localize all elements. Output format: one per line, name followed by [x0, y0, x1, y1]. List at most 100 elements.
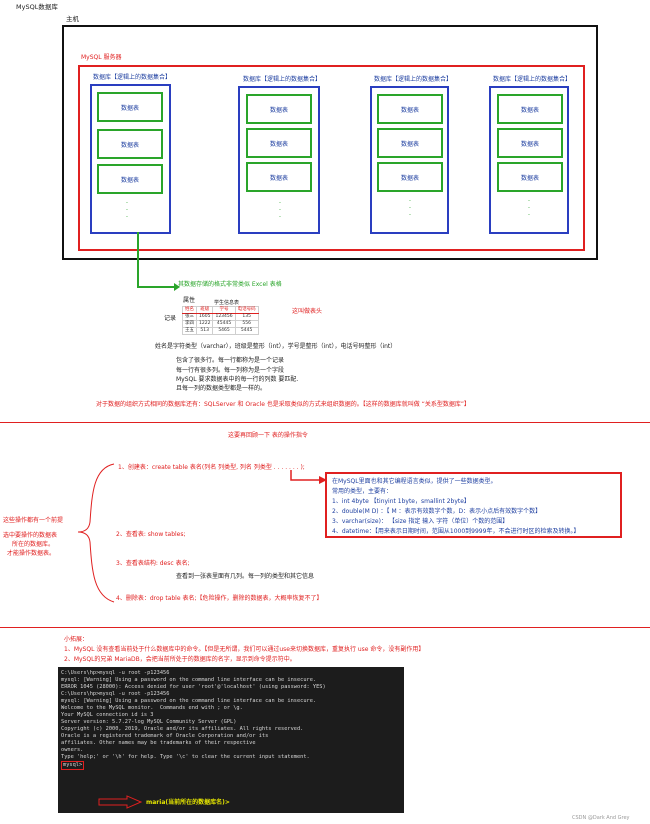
mysql-prompt[interactable]: mysql> — [61, 761, 85, 770]
types-line: 常用的类型，主要有： — [332, 488, 393, 495]
desc-line: 且每一列的数据类型都是一样的。 — [176, 385, 267, 392]
database-title: 数据库【逻辑上的数据集合】 — [374, 76, 453, 83]
precondition-line: 选中要操作的数据表 — [3, 532, 58, 539]
host-label: 主机 — [66, 15, 79, 23]
table-cell: 1222 — [195, 320, 214, 328]
data-table: 数据表 — [497, 94, 563, 124]
types-description: 姓名是字符类型（varchar），班级是整形（int），学号是整形（int），电… — [155, 343, 397, 350]
types-line: 在MySQL里面也和其它编程语言类似，提供了一些数据类型。 — [332, 478, 497, 485]
terminal-line: Oracle is a registered trademark of Orac… — [61, 733, 269, 739]
database-box: 数据表 数据表 数据表 ··· — [90, 84, 171, 234]
tips-title: 小拓展： — [64, 636, 89, 643]
data-table: 数据表 — [377, 162, 443, 192]
mysql-server-box — [78, 65, 585, 251]
terminal-line: C:\Users\hp>mysql -u root -p123456 — [61, 670, 170, 676]
data-table: 数据表 — [377, 94, 443, 124]
data-table: 数据表 — [246, 128, 312, 158]
maria-note: maria(当前所在的数据库名)> — [146, 799, 230, 806]
table-header-row: 姓名班级 学号电话号码 — [182, 306, 259, 314]
op-create: 1、创建表：create table 表名(列名 列类型, 列名 列类型 . .… — [118, 464, 305, 471]
terminal-line: mysql: [Warning] Using a password on the… — [61, 698, 317, 704]
maria-arrow — [98, 795, 143, 809]
database-box: 数据表 数据表 数据表 ··· — [238, 86, 320, 234]
header-cell: 姓名 — [182, 306, 197, 314]
op-desc-note: 查看到一张表里面有几列。每一列的类型和其它信息 — [176, 573, 315, 580]
data-table: 数据表 — [497, 162, 563, 192]
types-line: 3、varchar(size)： 【size 指定 输入 字符（单位）个数的范围… — [332, 518, 509, 525]
types-line: 4、datetime：【用来表示日期时间，范围从1000到9999年，不会进行时… — [332, 528, 580, 535]
terminal-line: Welcome to the MySQL monitor. Commands e… — [61, 705, 243, 711]
terminal-line: affiliates. Other names may be trademark… — [61, 740, 256, 746]
terminal-line: C:\Users\hp>mysql -u root -p123456 — [61, 691, 170, 697]
section-divider — [0, 627, 650, 628]
header-cell: 学号 — [212, 306, 236, 314]
terminal-line: mysql: [Warning] Using a password on the… — [61, 677, 317, 683]
server-label: MySQL 服务器 — [81, 54, 122, 61]
connector-arrow — [137, 232, 180, 291]
table-cell: 张三 — [182, 313, 197, 321]
data-table: 数据表 — [497, 128, 563, 158]
desc-line: 包含了很多行。每一行都称为是一个记录 — [176, 357, 285, 364]
ellipsis-dots: ··· — [278, 199, 282, 221]
section-title: 这要再回顾一下 表的操作指令 — [228, 432, 308, 439]
table-caption: 学生信息表 — [214, 300, 240, 306]
table-cell: 李四 — [182, 320, 197, 328]
tips-line: 2、MySQL的兄弟 MariaDB，会把当前所处于的数据库的名字，显示到命令提… — [64, 656, 296, 663]
precondition-line: 才能操作数据表。 — [7, 550, 56, 557]
data-table: 数据表 — [97, 129, 163, 159]
terminal-line: Copyright (c) 2000, 2019, Oracle and/or … — [61, 726, 304, 732]
page-title: MySQL数据库 — [16, 3, 58, 11]
data-table: 数据表 — [377, 128, 443, 158]
terminal-line: ERROR 1045 (28000): Access denied for us… — [61, 684, 326, 690]
terminal-line: Your MySQL connection id is 3 — [61, 712, 154, 718]
types-box: 在MySQL里面也和其它编程语言类似，提供了一些数据类型。 常用的类型，主要有：… — [325, 472, 622, 538]
op-show: 2、查看表: show tables; — [116, 531, 186, 538]
terminal-window: C:\Users\hp>mysql -u root -p123456 mysql… — [58, 667, 404, 813]
precondition-line: 所在的数据库。 — [12, 541, 55, 548]
header-note: 这叫做表头 — [292, 308, 323, 315]
database-title: 数据库【逻辑上的数据集合】 — [93, 74, 172, 81]
table-cell: 135 — [234, 313, 259, 321]
table-cell: 556 — [234, 320, 259, 328]
table-cell: 1605 — [195, 313, 214, 321]
database-title: 数据库【逻辑上的数据集合】 — [493, 76, 572, 83]
ellipsis-dots: ··· — [125, 199, 129, 221]
database-title: 数据库【逻辑上的数据集合】 — [243, 76, 322, 83]
relational-note: 对于数据的组织方式相同的数据库还有：SQLServer 和 Oracle 也是采… — [96, 401, 470, 408]
table-cell: 5465 — [212, 327, 236, 335]
desc-line: 每一行有很多列。每一列称为是一个字段 — [176, 367, 285, 374]
table-cell: 513 — [195, 327, 214, 335]
database-box: 数据表 数据表 数据表 ··· — [489, 86, 569, 234]
desc-line: MySQL 要求数据表中的每一行的列数 要匹配. — [176, 376, 299, 383]
record-label: 记录 — [164, 315, 177, 322]
table-cell: 5445 — [234, 327, 259, 335]
data-table: 数据表 — [246, 162, 312, 192]
host-box — [62, 25, 598, 260]
header-cell: 电话号码 — [234, 306, 259, 314]
data-table: 数据表 — [97, 164, 163, 194]
op-desc: 3、查看表结构: desc 表名; — [116, 560, 190, 567]
table-cell: 王五 — [182, 327, 197, 335]
excel-note: 其数据存储的格式非常类似 Excel 表格 — [178, 281, 282, 288]
section-divider — [0, 422, 650, 423]
precondition-line: 这些操作都有一个前提 — [3, 517, 64, 524]
table-cell: 45445 — [212, 320, 236, 328]
ellipsis-dots: ··· — [527, 197, 531, 219]
table-cell: 123456 — [212, 313, 236, 321]
terminal-prompt-line[interactable]: mysql> — [61, 761, 401, 770]
database-box: 数据表 数据表 数据表 ··· — [370, 86, 449, 234]
types-line: 2、double(M D) ：【 M ：表示有效数字个数，D：表示小点后有效数字… — [332, 508, 542, 515]
ellipsis-dots: ··· — [408, 197, 412, 219]
op-drop: 4、删除表：drop table 表名;【危险操作，删除的数据表，大概率恢复不了… — [116, 595, 323, 602]
header-cell: 班级 — [195, 306, 214, 314]
data-table: 数据表 — [246, 94, 312, 124]
brace — [77, 463, 115, 603]
types-line: 1、int 4byte 【tinyint 1byte，smallint 2byt… — [332, 498, 470, 505]
watermark: CSDN @Dark And Grey — [572, 815, 630, 821]
terminal-line: owners. — [61, 747, 84, 753]
terminal-line: Type 'help;' or '\h' for help. Type '\c'… — [61, 754, 310, 760]
